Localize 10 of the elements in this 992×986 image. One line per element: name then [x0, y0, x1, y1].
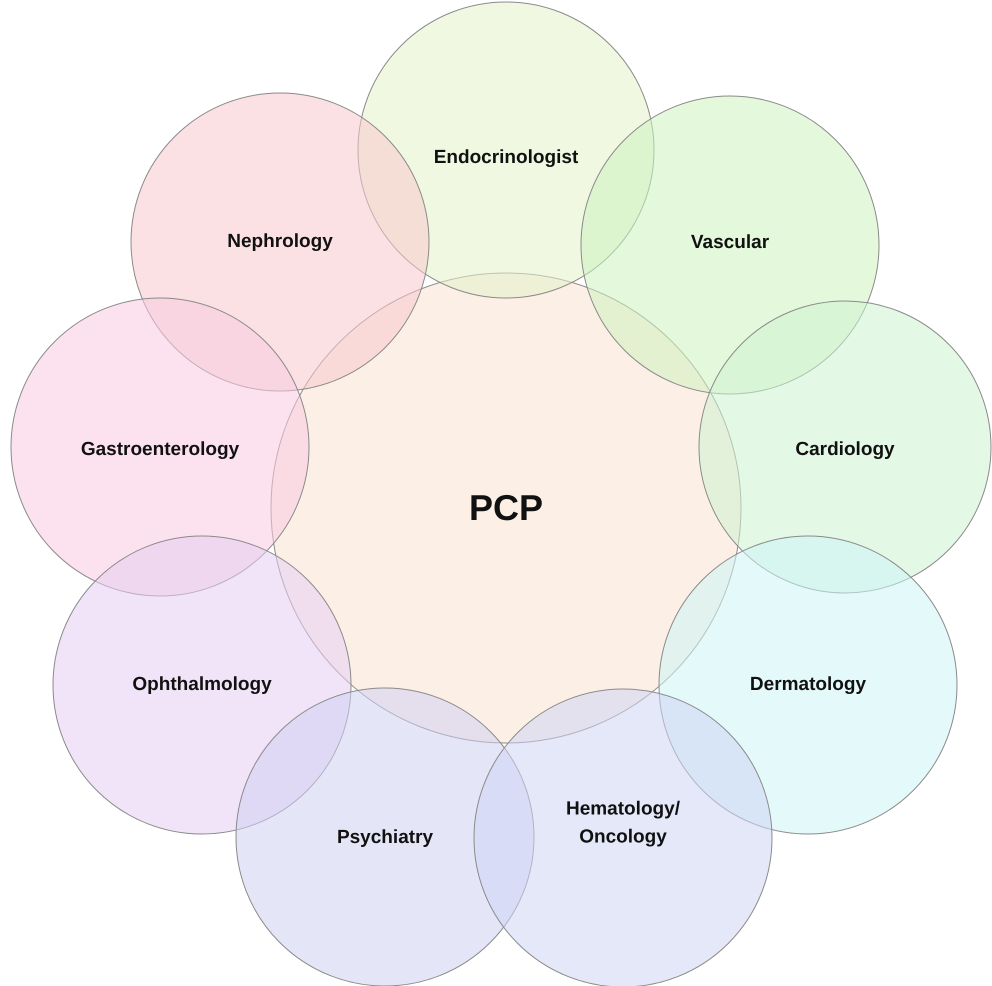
circle-label: Dermatology — [750, 674, 866, 696]
circle-label: Cardiology — [795, 439, 895, 461]
circle-label: Vascular — [690, 232, 770, 254]
circle-label: Endocrinologist — [434, 147, 578, 169]
circle-label: PCP — [468, 487, 544, 529]
circle-label: Gastroenterology — [80, 439, 240, 461]
circle-label: Ophthalmology — [132, 674, 272, 696]
circle-label: Hematology/ Oncology — [564, 797, 682, 849]
circle-label: Nephrology — [227, 231, 333, 253]
circle-label: Psychiatry — [336, 827, 434, 849]
